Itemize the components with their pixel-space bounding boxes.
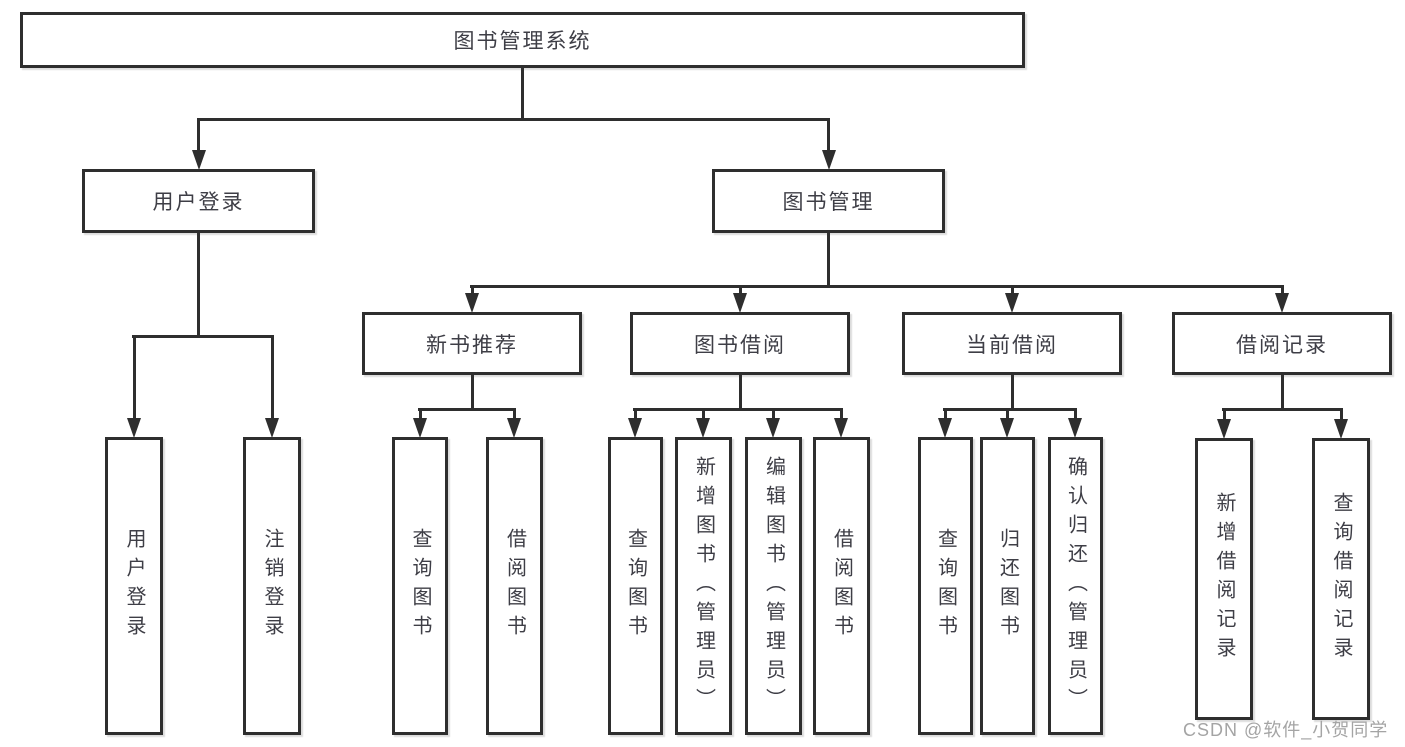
node-label: 借阅记录 — [1236, 333, 1328, 357]
connector-arrow-stem — [943, 408, 947, 423]
leaf-add-borrow-record: 新增借阅记录 — [1195, 438, 1253, 720]
connector-vline — [827, 233, 830, 288]
connector-arrow-stem — [1010, 285, 1014, 298]
leaf-logout: 注销登录 — [243, 437, 301, 735]
node-current-borrowing: 当前借阅 — [902, 312, 1122, 375]
arrow-down-icon — [1005, 293, 1019, 313]
node-label: 图书管理系统 — [453, 30, 592, 53]
connector-vline — [470, 375, 474, 411]
arrow-down-icon — [834, 418, 848, 438]
arrow-down-icon — [1217, 419, 1231, 439]
node-label: 新书推荐 — [426, 333, 518, 357]
arrow-down-icon — [733, 293, 747, 313]
node-library-management-system: 图书管理系统 — [20, 12, 1025, 68]
arrow-down-icon — [696, 418, 710, 438]
connector-hline — [470, 285, 1284, 288]
csdn-watermark: CSDN @软件_小贺同学 — [1183, 720, 1389, 740]
connector-hline — [633, 408, 843, 411]
node-label: 图书借阅 — [694, 333, 786, 357]
leaf-label: 新增图书（管理员） — [692, 455, 715, 717]
connector-arrow-stem — [1280, 285, 1284, 298]
leaf-query-books-recommend: 查询图书 — [392, 437, 448, 735]
leaf-label: 编辑图书（管理员） — [762, 455, 785, 717]
connector-hline — [418, 408, 516, 411]
leaf-query-books-current: 查询图书 — [918, 437, 973, 735]
leaf-borrow-books: 借阅图书 — [813, 437, 870, 735]
node-label: 当前借阅 — [966, 333, 1058, 357]
leaf-label: 新增借阅记录 — [1213, 492, 1235, 666]
leaf-user-login: 用户登录 — [105, 437, 163, 735]
connector-vline — [1280, 375, 1284, 411]
connector-hline — [132, 335, 274, 338]
node-user-login: 用户登录 — [82, 169, 315, 233]
connector-arrow-stem — [418, 408, 422, 423]
connector-arrow-stem — [738, 285, 742, 298]
arrow-down-icon — [507, 418, 521, 438]
arrow-down-icon — [1334, 419, 1348, 439]
leaf-label: 查询图书 — [624, 528, 647, 644]
leaf-label: 借阅图书 — [830, 528, 853, 644]
arrow-down-icon — [191, 150, 206, 170]
connector-arrow-stem — [1073, 408, 1077, 423]
connector-vline — [521, 68, 524, 121]
node-new-book-recommend: 新书推荐 — [362, 312, 582, 375]
leaf-label: 确认归还（管理员） — [1064, 455, 1087, 717]
node-book-management: 图书管理 — [712, 169, 945, 233]
leaf-borrow-books-recommend: 借阅图书 — [486, 437, 543, 735]
connector-hline — [943, 408, 1077, 411]
arrow-down-icon — [766, 418, 780, 438]
node-label: 用户登录 — [152, 191, 245, 214]
leaf-label: 归还图书 — [996, 528, 1019, 644]
connector-arrow-stem — [633, 408, 637, 423]
connector-arrow-stem — [470, 285, 474, 298]
leaf-label: 查询图书 — [409, 528, 431, 644]
arrow-down-icon — [127, 418, 141, 438]
connector-arrow-stem — [270, 335, 274, 423]
leaf-label: 查询图书 — [934, 528, 957, 644]
leaf-label: 注销登录 — [261, 528, 283, 644]
leaf-add-book-admin: 新增图书（管理员） — [675, 437, 732, 735]
leaf-edit-book-admin: 编辑图书（管理员） — [745, 437, 802, 735]
connector-arrow-stem — [839, 408, 843, 423]
arrow-down-icon — [1068, 418, 1082, 438]
connector-arrow-stem — [1005, 408, 1009, 423]
connector-vline — [738, 375, 742, 411]
leaf-label: 查询借阅记录 — [1330, 492, 1352, 666]
connector-arrow-stem — [701, 408, 705, 423]
node-book-borrowing: 图书借阅 — [630, 312, 850, 375]
connector-vline — [197, 233, 200, 338]
connector-hline — [197, 118, 830, 121]
leaf-label: 用户登录 — [123, 528, 145, 644]
arrow-down-icon — [821, 150, 836, 170]
connector-arrow-stem — [827, 118, 830, 155]
connector-vline — [1010, 375, 1014, 411]
arrow-down-icon — [628, 418, 642, 438]
node-label: 图书管理 — [782, 191, 875, 214]
connector-arrow-stem — [197, 118, 200, 155]
leaf-confirm-return-admin: 确认归还（管理员） — [1048, 437, 1103, 735]
connector-hline — [1222, 408, 1343, 411]
arrow-down-icon — [265, 418, 279, 438]
arrow-down-icon — [938, 418, 952, 438]
connector-arrow-stem — [132, 335, 136, 423]
connector-arrow-stem — [1222, 408, 1226, 424]
leaf-query-borrow-record: 查询借阅记录 — [1312, 438, 1370, 720]
arrow-down-icon — [1275, 293, 1289, 313]
leaf-label: 借阅图书 — [503, 528, 526, 644]
arrow-down-icon — [1000, 418, 1014, 438]
connector-arrow-stem — [512, 408, 516, 423]
arrow-down-icon — [413, 418, 427, 438]
node-borrowing-records: 借阅记录 — [1172, 312, 1392, 375]
leaf-return-books: 归还图书 — [980, 437, 1035, 735]
connector-arrow-stem — [1339, 408, 1343, 424]
connector-arrow-stem — [771, 408, 775, 423]
leaf-query-books-borrow: 查询图书 — [608, 437, 663, 735]
arrow-down-icon — [465, 293, 479, 313]
